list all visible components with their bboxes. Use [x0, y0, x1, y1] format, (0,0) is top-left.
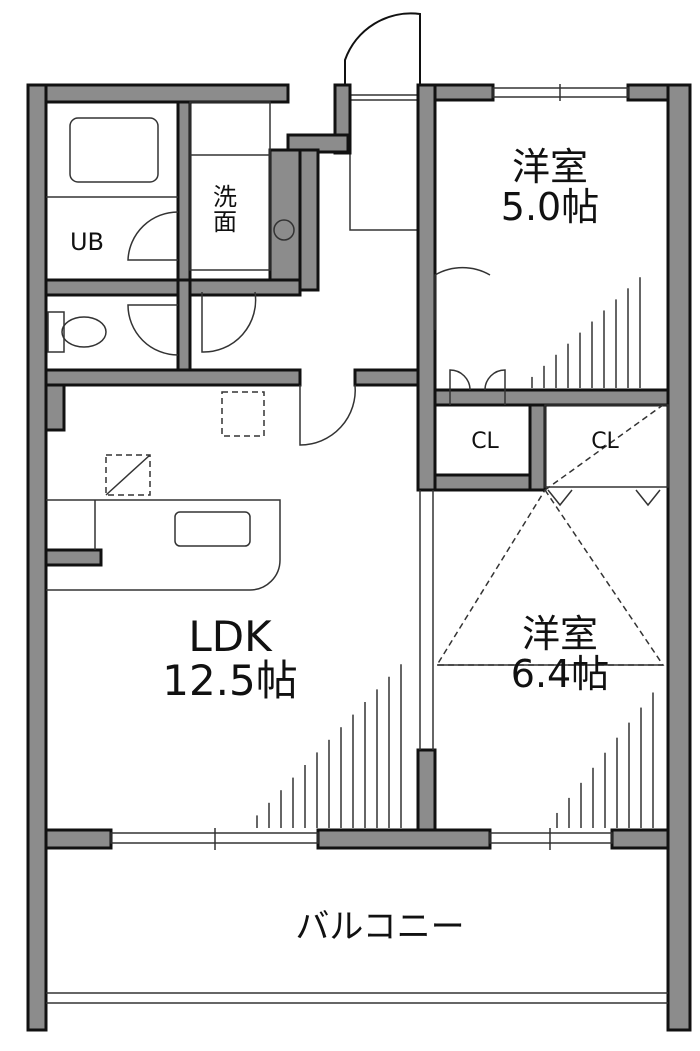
- room-label-washroom: 洗 面: [200, 183, 250, 237]
- bathtub: [69, 117, 159, 183]
- washroom-label-2: 面: [213, 208, 237, 237]
- walls: [26, 83, 692, 1032]
- floor-hatching: [256, 277, 654, 828]
- washroom-label-1: 洗: [213, 183, 237, 211]
- room-name: 洋室: [511, 145, 588, 189]
- entrance-door: [344, 12, 421, 230]
- wash-door: [201, 291, 257, 353]
- toilet-icon: [61, 316, 107, 348]
- room-label-western-2: 洋室 6.4帖: [475, 612, 645, 696]
- cl1-door: [449, 369, 506, 405]
- ldk-door: [299, 384, 356, 446]
- kitchen-counter: [46, 499, 281, 591]
- room-label-western-1: 洋室 5.0帖: [470, 145, 630, 229]
- room-label-ub: UB: [69, 228, 105, 256]
- room-name: LDK: [188, 612, 272, 661]
- room1-door: [434, 266, 491, 330]
- bath-door: [127, 211, 179, 261]
- room-size: 6.4帖: [510, 651, 610, 696]
- toilet-door: [127, 304, 179, 356]
- room-label-cl-1: CL: [471, 429, 499, 454]
- room-size: 12.5帖: [162, 656, 298, 706]
- toilet-tank: [47, 311, 65, 353]
- room-label-ldk: LDK 12.5帖: [130, 612, 330, 706]
- washbasin-icon: [273, 219, 295, 241]
- room-size: 5.0帖: [500, 184, 600, 229]
- room-label-balcony: バルコニー: [295, 907, 465, 947]
- room-name: 洋室: [521, 612, 598, 656]
- kitchen-sink: [174, 511, 251, 547]
- windows: [110, 84, 629, 850]
- room-label-cl-2: CL: [591, 429, 619, 454]
